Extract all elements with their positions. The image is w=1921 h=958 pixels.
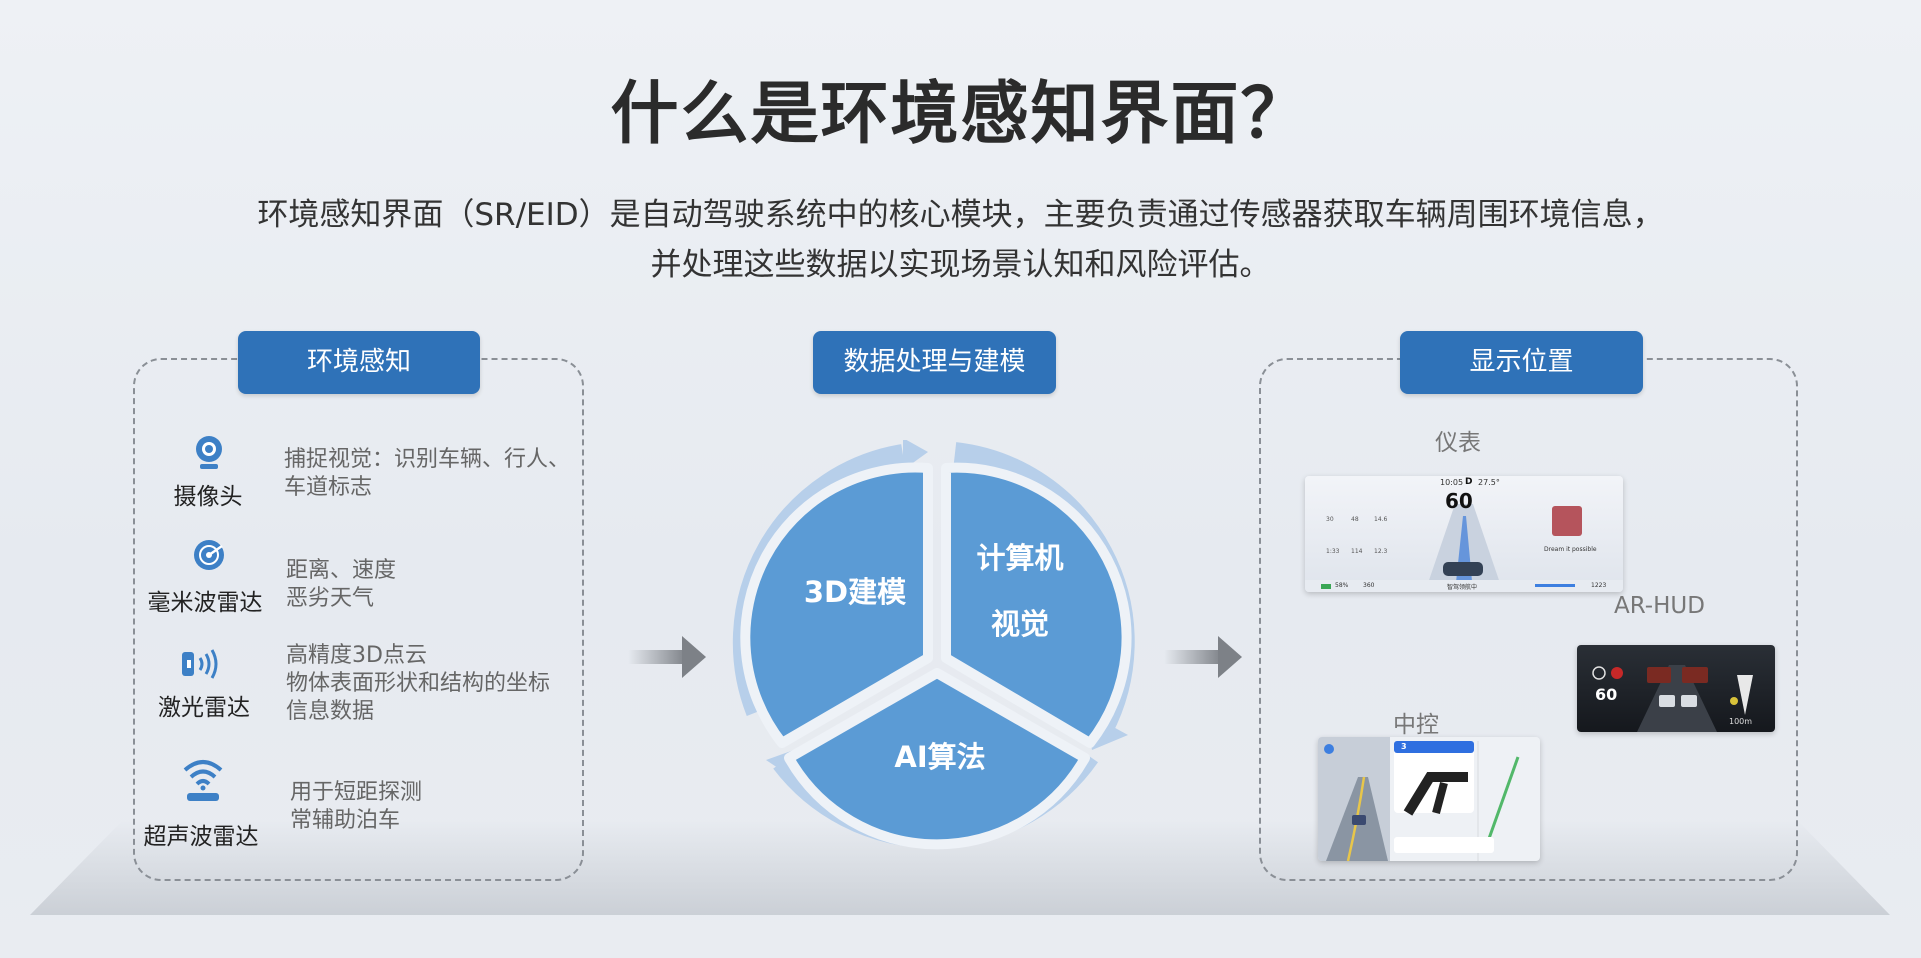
cluster-stat: 1:33 <box>1326 548 1340 555</box>
sensor-desc-line: 恶劣天气 <box>286 586 375 611</box>
center-map-graphic <box>1318 737 1520 861</box>
sensor-name-mmwave: 毫米波雷达 <box>147 590 263 616</box>
flow-arrow-right <box>1164 636 1242 678</box>
cluster-stat: 30 <box>1326 516 1334 523</box>
display-label: 显示位置 <box>1400 331 1643 394</box>
perception-label: 环境感知 <box>238 331 480 394</box>
processing-label: 数据处理与建模 <box>813 331 1056 394</box>
cluster-range-left: 360 <box>1363 582 1375 589</box>
cluster-stat: 48 <box>1351 516 1359 523</box>
center-label: 中控 <box>1393 712 1439 738</box>
sensor-desc-lidar: 高精度3D点云 物体表面形状和结构的坐标 信息数据 <box>286 642 550 726</box>
center-screen: 3 <box>1318 737 1540 861</box>
camera-icon <box>196 436 222 469</box>
ultrasonic-icon <box>183 760 223 801</box>
page-title: 什么是环境感知界面？ <box>610 75 1311 154</box>
processing-cycle-diagram: 3D建模 计算机 视觉 AI算法 <box>732 440 1135 850</box>
cluster-screen: 10:05 D 27.5° 60 30 48 14.6 1:33 114 12.… <box>1305 476 1623 592</box>
sensor-name-ultrasonic: 超声波雷达 <box>143 824 259 850</box>
sensor-desc-line: 捕捉视觉：识别车辆、行人、 <box>284 447 571 472</box>
hud-speed: 60 <box>1595 685 1618 704</box>
segment-label-modeling: 3D建模 <box>804 575 907 609</box>
cluster-time: 10:05 <box>1440 478 1464 487</box>
cluster-song: Dream it possible <box>1544 546 1597 553</box>
segment-label-vision-1: 计算机 <box>976 541 1063 575</box>
segment-3d-modeling <box>740 462 933 748</box>
sensor-desc-line: 车道标志 <box>284 475 373 500</box>
sensor-name-lidar: 激光雷达 <box>158 695 250 721</box>
segment-ai-algorithm <box>784 668 1090 850</box>
segment-label-ai: AI算法 <box>894 740 985 774</box>
cluster-speed: 60 <box>1445 489 1473 513</box>
cluster-road-graphic <box>1305 504 1623 592</box>
cluster-battery: 58% <box>1335 582 1349 589</box>
cluster-stat: 12.3 <box>1374 548 1388 555</box>
cluster-gear: D <box>1465 477 1473 487</box>
hud-label: AR-HUD <box>1614 593 1705 619</box>
sensor-desc-line: 常辅助泊车 <box>290 808 401 833</box>
page-description: 环境感知界面（SR/EID）是自动驾驶系统中的核心模块，主要负责通过传感器获取车… <box>200 190 1721 290</box>
lidar-icon <box>182 649 218 679</box>
cluster-stat: 14.6 <box>1374 516 1388 523</box>
sensor-desc-camera: 捕捉视觉：识别车辆、行人、 车道标志 <box>284 446 570 502</box>
sensor-name-camera: 摄像头 <box>173 484 243 510</box>
sensor-desc-line: 距离、速度 <box>286 558 397 583</box>
sensor-desc-line: 高精度3D点云 <box>286 643 427 668</box>
hud-screen: 60 100m <box>1577 645 1775 732</box>
cluster-stat: 114 <box>1351 548 1363 555</box>
cluster-temp: 27.5° <box>1478 478 1500 487</box>
flow-arrow-left <box>628 636 706 678</box>
sensor-desc-ultrasonic: 用于短距探测 常辅助泊车 <box>290 779 422 835</box>
center-nav-distance: 3 <box>1401 742 1407 751</box>
description-line-2: 并处理这些数据以实现场景认知和风险评估。 <box>650 247 1271 283</box>
segment-label-vision-2: 视觉 <box>991 607 1049 641</box>
sensor-desc-line: 物体表面形状和结构的坐标 <box>286 671 551 696</box>
cluster-label: 仪表 <box>1435 430 1481 456</box>
cluster-range-right: 1223 <box>1591 582 1607 589</box>
sensor-desc-mmwave: 距离、速度 恶劣天气 <box>286 557 396 613</box>
cycle-arrowhead <box>903 440 928 470</box>
sensor-desc-line: 信息数据 <box>286 699 375 724</box>
description-line-1: 环境感知界面（SR/EID）是自动驾驶系统中的核心模块，主要负责通过传感器获取车… <box>257 197 1664 233</box>
hud-road-graphic <box>1592 665 1753 732</box>
sensor-desc-line: 用于短距探测 <box>290 780 423 805</box>
radar-icon <box>194 540 224 570</box>
cluster-status: 智驾领航中 <box>1447 584 1478 591</box>
segment-computer-vision <box>941 462 1132 748</box>
hud-distance: 100m <box>1729 717 1753 726</box>
